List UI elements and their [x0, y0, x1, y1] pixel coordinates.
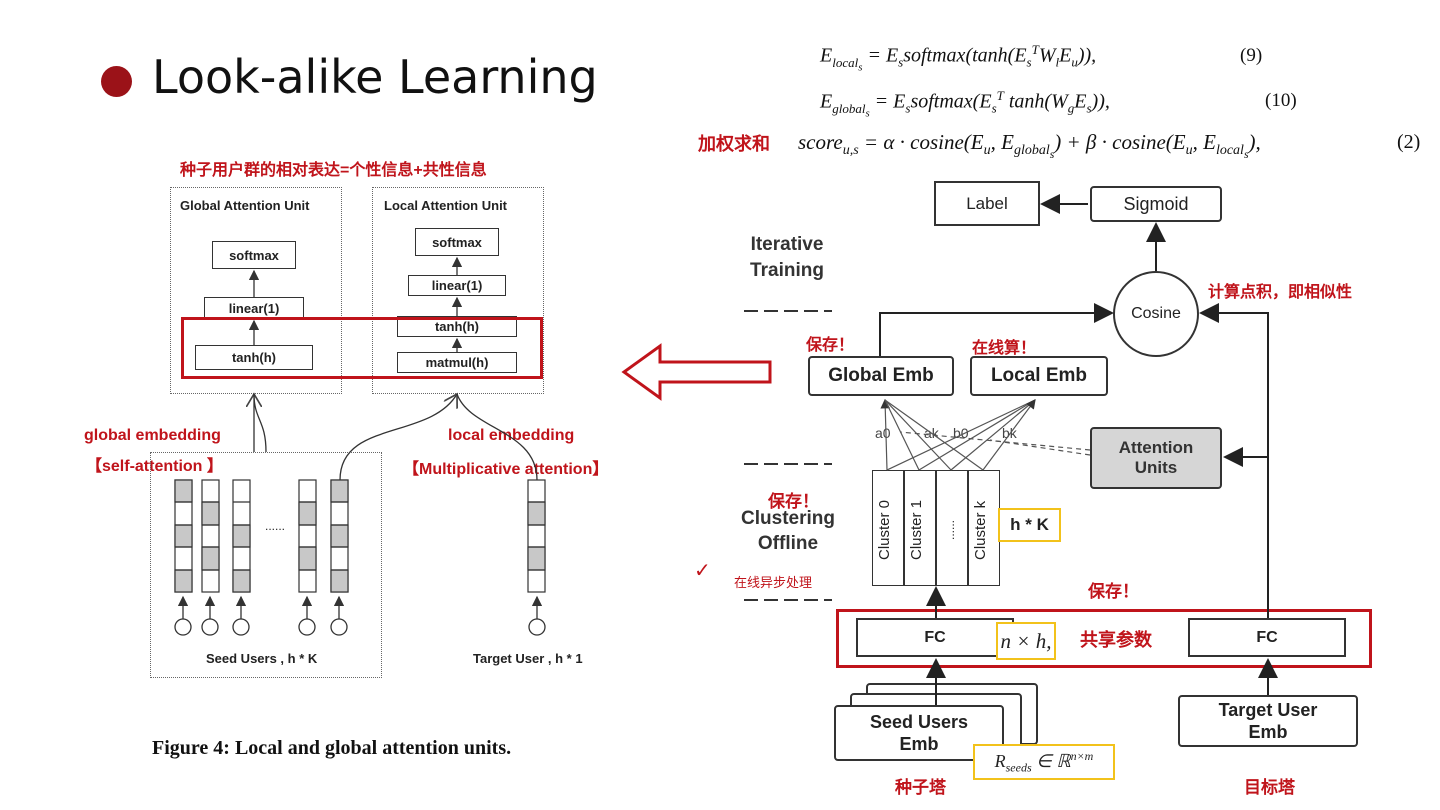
- local-embedding-label: local embedding: [448, 427, 575, 444]
- seed-users-emb-box: Seed Users Emb: [834, 705, 1004, 761]
- seed-ellipsis: ......: [265, 519, 286, 533]
- clustering-offline-label: Clustering Offline: [741, 508, 835, 554]
- equation-2: scoreu,s = α · cosine(Eu, Eglobals) + β …: [798, 130, 1261, 161]
- fc-target-box: FC: [1188, 618, 1346, 657]
- nxh-highlight: n × h,: [996, 622, 1056, 660]
- weight-bk: bk: [1002, 425, 1017, 441]
- cluster-divider-1: [903, 470, 905, 586]
- local-matmul-box: matmul(h): [397, 352, 517, 373]
- cluster-1-label: Cluster 1: [908, 499, 925, 561]
- local-softmax-box: softmax: [415, 228, 499, 256]
- equation-2-number: (2): [1397, 131, 1421, 153]
- equation-10-number: (10): [1265, 90, 1297, 111]
- equation-10: Eglobals = Essoftmax(EsT tanh(WgEs)),: [820, 88, 1110, 120]
- local-tanh-box: tanh(h): [397, 316, 517, 337]
- target-tower-label: 目标塔: [1244, 778, 1295, 797]
- cluster-0-label: Cluster 0: [876, 499, 893, 561]
- weight-b0: b0: [953, 425, 969, 441]
- label-box: Label: [934, 181, 1040, 226]
- local-emb-box: Local Emb: [970, 356, 1108, 396]
- weight-a0: a0: [875, 425, 891, 441]
- global-softmax-box: softmax: [212, 241, 296, 269]
- save-clusters-note: 保存！: [768, 492, 819, 511]
- global-embedding-label: global embedding: [84, 427, 221, 444]
- check-icon: ✓: [694, 560, 711, 582]
- sigmoid-box: Sigmoid: [1090, 186, 1222, 222]
- attention-lines: [880, 398, 1091, 471]
- seed-tower-label: 种子塔: [895, 778, 946, 797]
- cluster-k-label: Cluster k: [972, 500, 989, 560]
- cluster-divider-2: [935, 470, 937, 586]
- left-figure-heading: 种子用户群的相对表达=个性信息+共性信息: [180, 162, 487, 179]
- equation-9-number: (9): [1240, 45, 1263, 66]
- cluster-ellipsis: ......: [943, 520, 957, 541]
- shared-params-label: 共享参数: [1080, 630, 1152, 650]
- shared-params-highlight: [836, 609, 1372, 668]
- cluster-divider-3: [967, 470, 969, 586]
- cosine-node: Cosine: [1113, 271, 1199, 357]
- target-user-caption: Target User , h * 1: [473, 651, 583, 666]
- global-emb-box: Global Emb: [808, 356, 954, 396]
- save-fc-note: 保存！: [1088, 582, 1139, 601]
- local-linear-box: linear(1): [408, 275, 506, 296]
- local-attention-unit: [372, 187, 544, 394]
- fc-seed-box: FC: [856, 618, 1014, 657]
- async-note: 在线异步处理: [734, 575, 813, 590]
- global-unit-title: Global Attention Unit: [180, 198, 310, 213]
- seed-users-box: [150, 452, 382, 678]
- save-global-emb-note: 保存！: [806, 337, 855, 354]
- attention-units-box: Attention Units: [1090, 427, 1222, 489]
- r-seeds-highlight: Rseeds ∈ ℝn×m: [973, 744, 1115, 780]
- global-tanh-box: tanh(h): [195, 345, 313, 370]
- online-calc-note: 在线算！: [972, 340, 1037, 357]
- seed-users-caption: Seed Users , h * K: [206, 651, 318, 666]
- local-embedding-sub: 【Multiplicative attention】: [403, 461, 609, 478]
- target-user-emb-box: Target User Emb: [1178, 695, 1358, 747]
- title-bullet: [101, 66, 132, 97]
- tanh-highlight-box: [181, 317, 543, 379]
- weighted-sum-label: 加权求和: [698, 134, 770, 154]
- local-unit-title: Local Attention Unit: [384, 198, 508, 213]
- iterative-training-label: Iterative Training: [750, 234, 824, 281]
- pointer-arrow-icon: [621, 343, 772, 401]
- figure-caption: Figure 4: Local and global attention uni…: [152, 737, 512, 759]
- hk-highlight: h * K: [998, 508, 1061, 542]
- page-title: Look-alike Learning: [152, 50, 598, 104]
- global-embedding-sub: 【self-attention 】: [86, 458, 223, 475]
- cosine-note: 计算点积，即相似性: [1208, 284, 1353, 301]
- equation-9: Elocals = Essoftmax(tanh(EsTWlEu)),: [820, 42, 1097, 74]
- weight-ak: ak: [924, 425, 939, 441]
- global-linear-box: linear(1): [204, 297, 304, 319]
